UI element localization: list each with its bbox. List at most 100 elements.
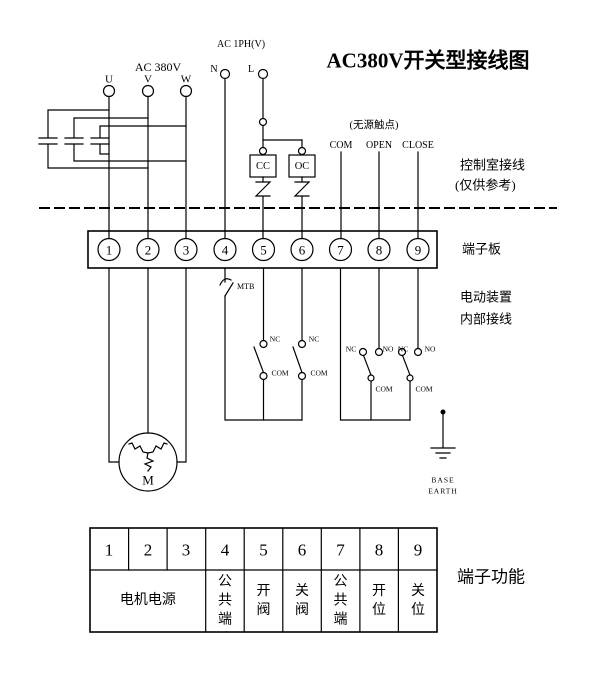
open-switch-com-contact (367, 374, 375, 382)
phase-u-label: U (105, 73, 113, 86)
phase-u-terminal (102, 84, 116, 98)
motor-winding-left (128, 442, 149, 454)
motor-power-cell: 电机电源 (119, 593, 176, 608)
terminal-number-5: 5 (260, 242, 267, 258)
terminal-circle-1 (97, 237, 121, 262)
phase-v-label: V (144, 73, 152, 86)
table-number-8: 8 (374, 540, 384, 559)
terminal-number-7: 7 (337, 242, 344, 258)
open-switch-nc-contact (358, 347, 368, 357)
cc-box-label: CC (255, 160, 271, 172)
terminal-circle-4 (213, 237, 237, 262)
t6-switch-arm (292, 346, 303, 374)
t6-com-label: COM (310, 368, 328, 378)
terminal-circle-9 (406, 237, 430, 262)
function-cell-4: 公共端 (218, 574, 232, 628)
t6-nc-contact (297, 339, 307, 349)
earth-label-line1: BASE (431, 475, 455, 485)
capacitor-wu (90, 125, 187, 155)
open-switch-nc-label: NC (345, 344, 357, 354)
table-short-dividers (128, 527, 168, 571)
capacitor-vw (64, 117, 187, 162)
open-switch-no-label: NO (382, 344, 394, 354)
table-number-5: 5 (259, 540, 268, 559)
capacitor-uv (38, 109, 149, 169)
terminal-circle-5 (251, 237, 276, 262)
live-node (258, 117, 268, 127)
terminal-number-1: 1 (105, 242, 113, 258)
terminal-number-2: 2 (144, 242, 152, 258)
branch-stubs (262, 139, 303, 149)
t6-com-contact (297, 371, 307, 381)
t5-com-contact (259, 371, 268, 381)
mtb-arc (219, 278, 232, 286)
neutral-terminal (219, 68, 231, 80)
device-note-line2: 内部接线 (460, 311, 513, 327)
function-cell-9: 关位 (411, 584, 425, 618)
close-signal-label: CLOSE (402, 140, 434, 151)
close-switch-com-label: COM (415, 384, 433, 394)
passive-contact-note: (无源触点) (349, 119, 399, 131)
close-switch-nc-label: NC (397, 344, 409, 354)
table-number-1: 1 (104, 540, 114, 559)
motor-label: M (142, 472, 154, 488)
table-number-4: 4 (220, 540, 230, 559)
phase-w-label: W (180, 73, 192, 86)
t5-nc-label: NC (269, 334, 281, 344)
diagram-title: AC380V开关型接线图 (326, 48, 530, 73)
motor-winding-right (147, 442, 168, 454)
terminal-board (87, 230, 438, 269)
com-signal-label: COM (329, 140, 353, 151)
control-room-note: 控制室接线 (460, 157, 526, 173)
function-cell-8: 开位 (372, 584, 386, 618)
table-number-3: 3 (181, 540, 191, 559)
phase-w-terminal (179, 84, 193, 98)
reference-note: (仅供参考) (455, 177, 516, 193)
terminal-number-8: 8 (375, 242, 383, 258)
open-signal-label: OPEN (365, 140, 393, 151)
live-branch-wire (262, 124, 303, 141)
motor-wire-3 (176, 267, 187, 463)
close-switch-com-contact (406, 374, 414, 382)
terminal-number-6: 6 (298, 242, 306, 258)
t5-com-label: COM (271, 368, 289, 378)
table-number-6: 6 (297, 540, 307, 559)
earth-label-line2: EARTH (428, 486, 458, 496)
terminal-board-note: 端子板 (462, 241, 502, 257)
table-number-7: 7 (336, 540, 345, 559)
terminal-circle-3 (174, 237, 198, 262)
mtb-label: MTB (237, 282, 255, 291)
terminal-number-3: 3 (182, 242, 190, 258)
terminal-circle-6 (290, 237, 314, 262)
live-label: L (247, 64, 255, 75)
open-switch-no-contact (374, 347, 384, 357)
motor-wire-1 (108, 267, 120, 463)
mtb-arm (224, 282, 234, 297)
table-caption: 端子功能 (457, 567, 525, 587)
ac380v-label: AC 380V (134, 60, 182, 74)
common-bus-left (224, 295, 303, 421)
terminal-circle-8 (367, 237, 391, 262)
earth-symbol (430, 411, 456, 459)
open-switch-arm (362, 354, 372, 376)
t5-nc-contact (259, 339, 268, 349)
close-switch-arm (401, 354, 411, 376)
cc-input-node (258, 146, 268, 156)
close-switch-no-label: NO (424, 344, 436, 354)
device-note-line1: 电动装置 (460, 289, 513, 305)
t6-nc-label: NC (308, 334, 320, 344)
neutral-label: N (210, 64, 218, 75)
terminal-number-9: 9 (414, 242, 422, 258)
terminal-number-4: 4 (221, 242, 229, 258)
oc-box-label: OC (294, 160, 310, 172)
function-cell-7: 公共端 (333, 574, 348, 628)
table-column-dividers (205, 527, 399, 633)
function-table-border (89, 527, 438, 633)
table-number-2: 2 (143, 540, 153, 559)
close-switch-no-contact (413, 347, 423, 357)
oc-input-node (297, 146, 307, 156)
t5-switch-arm (253, 346, 265, 374)
terminal-circle-7 (328, 237, 353, 262)
